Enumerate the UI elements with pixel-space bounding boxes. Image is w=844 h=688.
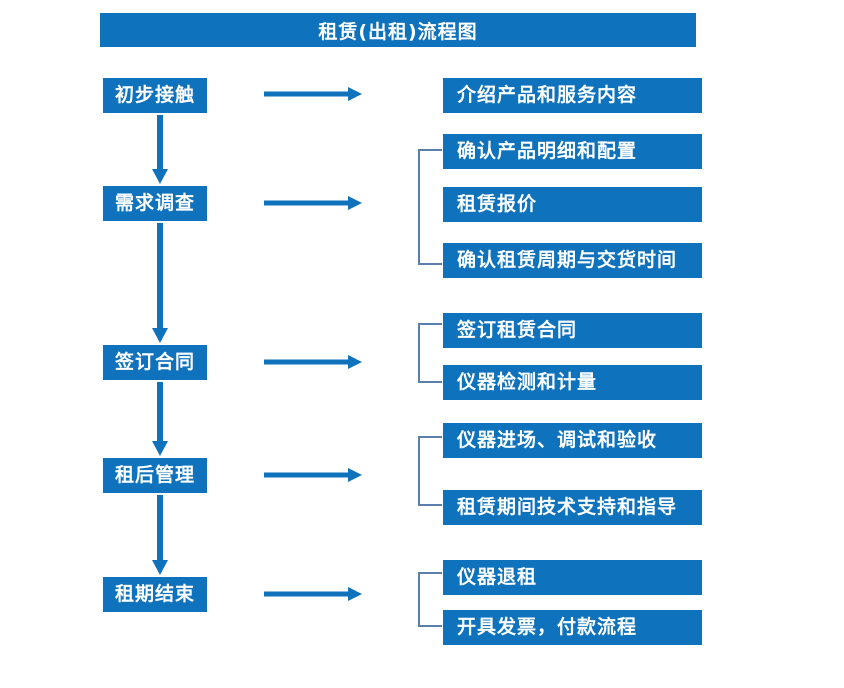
stage-box-5[interactable]: 租期结束 (103, 577, 207, 612)
arrow-right-3 (264, 355, 362, 369)
page-title: 租赁(出租)流程图 (100, 13, 696, 47)
detail-box-10[interactable]: 开具发票，付款流程 (443, 610, 702, 645)
stage-box-2[interactable]: 需求调查 (103, 186, 207, 221)
arrow-right-4 (264, 468, 362, 482)
stage-box-4[interactable]: 租后管理 (103, 458, 207, 493)
arrow-down-3 (152, 382, 168, 456)
detail-box-2[interactable]: 确认产品明细和配置 (443, 134, 702, 169)
arrow-down-1 (152, 115, 168, 184)
arrow-right-1 (264, 87, 362, 101)
stage-box-3[interactable]: 签订合同 (103, 345, 207, 380)
stage-box-1[interactable]: 初步接触 (103, 78, 207, 113)
detail-box-3[interactable]: 租赁报价 (443, 187, 702, 222)
group-bracket-4 (418, 572, 442, 627)
group-bracket-1 (418, 149, 442, 265)
detail-box-5[interactable]: 签订租赁合同 (443, 313, 702, 348)
arrow-right-2 (264, 196, 362, 210)
arrow-down-4 (152, 495, 168, 575)
arrow-down-2 (152, 223, 168, 343)
detail-box-6[interactable]: 仪器检测和计量 (443, 365, 702, 400)
detail-box-9[interactable]: 仪器退租 (443, 560, 702, 595)
detail-box-8[interactable]: 租赁期间技术支持和指导 (443, 490, 702, 525)
detail-box-7[interactable]: 仪器进场、调试和验收 (443, 423, 702, 458)
detail-box-4[interactable]: 确认租赁周期与交货时间 (443, 243, 702, 278)
arrow-right-5 (264, 587, 362, 601)
group-bracket-2 (418, 323, 442, 383)
detail-box-1[interactable]: 介绍产品和服务内容 (443, 78, 702, 113)
group-bracket-3 (418, 436, 442, 506)
